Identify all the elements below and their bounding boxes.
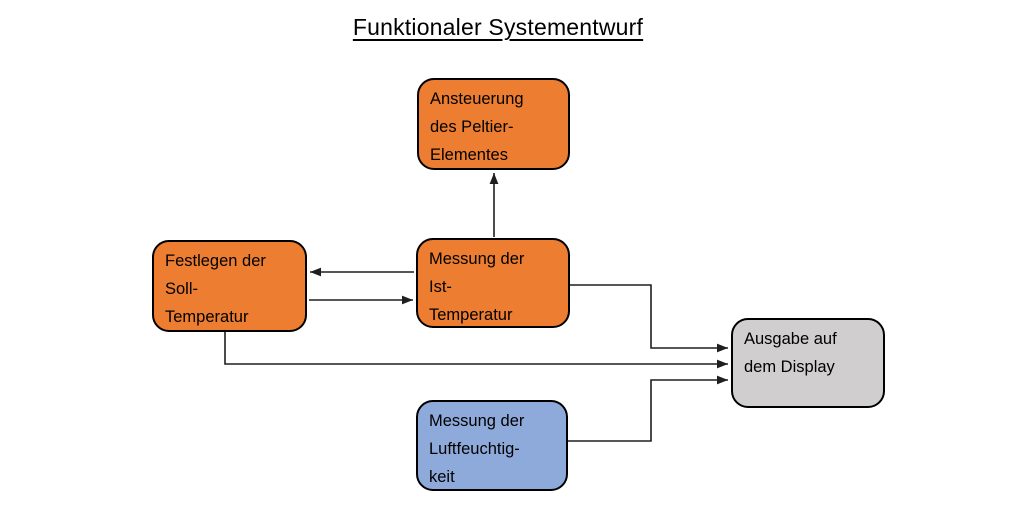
- diagram-title: Funktionaler Systementwurf: [352, 14, 644, 40]
- node-ausgabe-display: Ausgabe auf dem Display: [731, 318, 885, 408]
- node-label: Festlegen der Soll- Temperatur: [165, 252, 266, 326]
- arrow-ist-to-display: [570, 284, 728, 353]
- arrow-luftfeuchtigkeit-to-display: [568, 375, 728, 442]
- node-ansteuerung-peltier: Ansteuerung des Peltier- Elementes: [417, 78, 570, 170]
- node-messung-luftfeuchtigkeit: Messung der Luftfeuchtig- keit: [416, 400, 568, 491]
- node-messung-ist-temperatur: Messung der Ist- Temperatur: [416, 238, 570, 328]
- node-label: Ansteuerung des Peltier- Elementes: [430, 90, 524, 164]
- node-festlegen-soll-temperatur: Festlegen der Soll- Temperatur: [152, 240, 307, 332]
- arrow-festlegen-to-display: [224, 332, 728, 369]
- node-label: Messung der Luftfeuchtig- keit: [429, 412, 525, 486]
- node-label: Ausgabe auf dem Display: [744, 330, 837, 376]
- node-label: Messung der Ist- Temperatur: [429, 250, 525, 324]
